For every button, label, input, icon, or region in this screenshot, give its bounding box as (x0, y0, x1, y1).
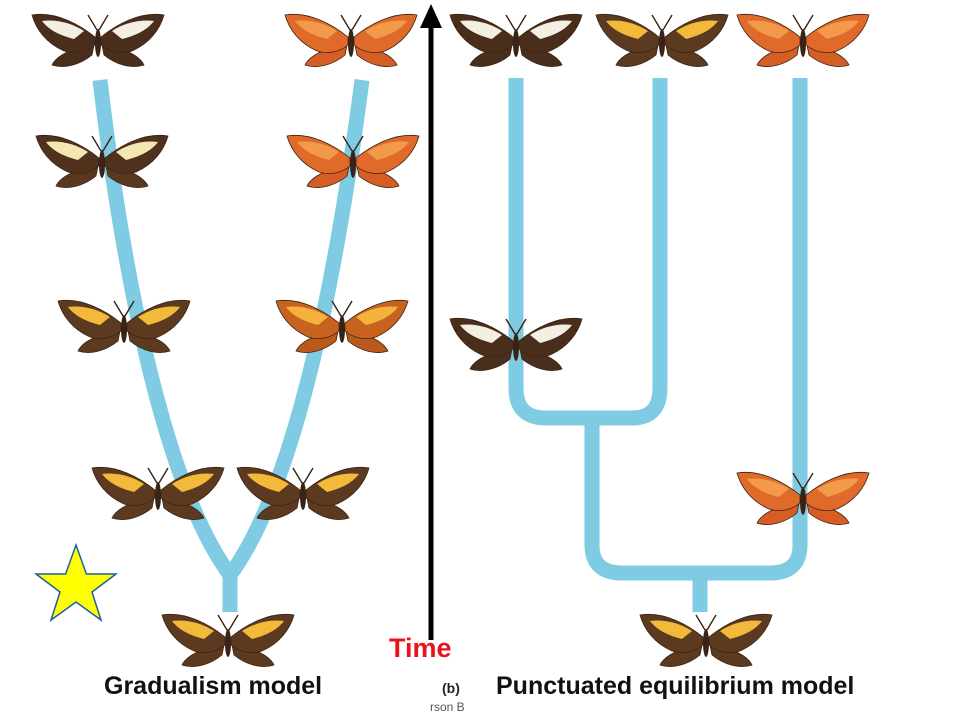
punctuated-tree (508, 78, 808, 612)
butterfly-icon (595, 13, 729, 68)
butterfly-icon (275, 299, 409, 354)
butterfly-icon (449, 13, 583, 68)
publisher-credit: rson B (430, 700, 465, 714)
punctuated-equilibrium-label: Punctuated equilibrium model (496, 672, 855, 700)
gradualism-branch-left (92, 79, 237, 580)
butterfly-icon (57, 299, 191, 354)
star-icon (33, 542, 119, 622)
butterfly-icon (161, 613, 295, 668)
butterfly-icon (639, 613, 773, 668)
butterfly-icon (284, 13, 418, 68)
time-axis (420, 4, 442, 640)
butterfly-icon (31, 13, 165, 68)
butterfly-icon (736, 13, 870, 68)
panel-letter: (b) (442, 680, 460, 696)
time-axis-label: Time (389, 633, 452, 663)
gradualism-model-label: Gradualism model (104, 672, 323, 700)
butterfly-icon (91, 466, 225, 521)
butterfly-icon (236, 466, 370, 521)
